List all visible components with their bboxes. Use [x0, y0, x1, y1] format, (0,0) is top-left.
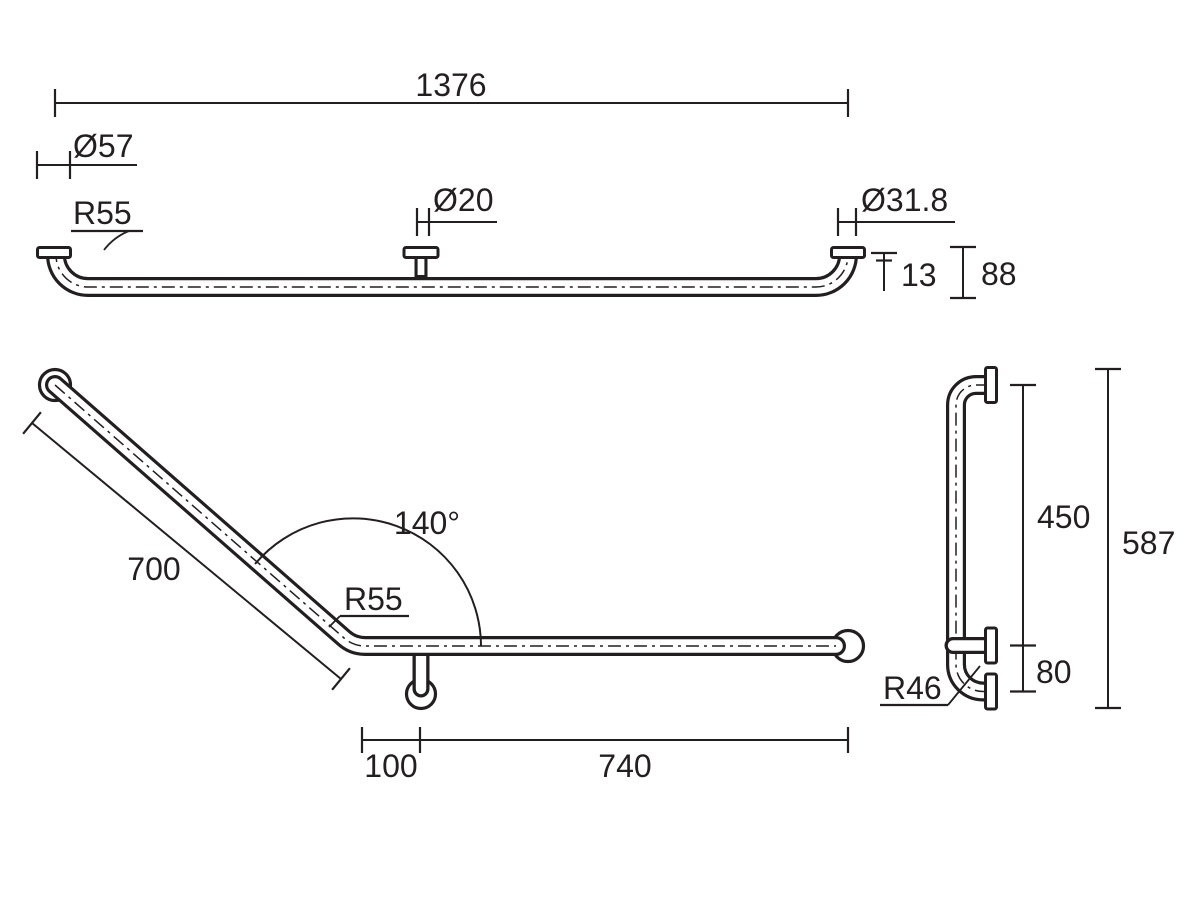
dim-angled-length-label: 700 — [127, 551, 180, 587]
dim-horizontal-length-label: 740 — [598, 748, 651, 784]
dim-flange-diameter-label: Ø57 — [73, 128, 133, 164]
dim-overall-height-label: 587 — [1122, 525, 1175, 561]
dim-overall-length: 1376 — [53, 67, 850, 117]
front-rail-centerline — [54, 384, 836, 647]
side-rail-bore — [949, 378, 989, 699]
callout-bend-radius-side-label: R46 — [883, 670, 942, 706]
dim-overall-length-label: 1376 — [415, 67, 486, 103]
dim-flange-offset: 13 — [871, 251, 937, 293]
callout-bend-radius-top-label: R55 — [73, 195, 132, 231]
side-bottom-flange-plate — [984, 672, 998, 711]
callout-bend-radius-front: R55 — [328, 581, 409, 628]
dim-rail-diameter: Ø31.8 — [836, 182, 955, 236]
top-view: 1376 Ø57 R55 Ø20 Ø31.8 — [35, 67, 1017, 300]
angle-arc — [254, 517, 482, 647]
dim-overall-height: 587 — [1095, 367, 1175, 710]
dim-vertical-spans: 450 80 — [1010, 383, 1090, 693]
top-left-flange-plate — [36, 246, 72, 259]
dim-stem-diameter-label: Ø20 — [433, 182, 493, 218]
dim-upper-span-label: 450 — [1037, 499, 1090, 535]
top-right-flange-plate — [830, 246, 866, 259]
dim-flange-diameter: Ø57 — [35, 128, 137, 179]
dim-lower-span-label: 80 — [1036, 654, 1072, 690]
dim-stem-diameter: Ø20 — [415, 182, 497, 236]
dim-flange-offset-label: 13 — [901, 257, 937, 293]
top-rail-bore — [49, 249, 855, 294]
top-mid-flange-plate — [402, 246, 440, 259]
callout-bend-radius-top: R55 — [71, 195, 143, 251]
dim-angled-length: 700 — [22, 411, 351, 691]
callout-bend-radius-side: R46 — [880, 665, 981, 707]
dim-bottom-lengths: 100 740 — [360, 727, 850, 784]
front-view: 140° R55 700 100 740 — [22, 367, 866, 784]
dim-leg-offset-label: 100 — [364, 748, 417, 784]
side-top-flange-plate — [984, 366, 998, 404]
top-rail-centerline — [55, 249, 849, 288]
side-mid-flange-plate — [984, 626, 998, 665]
dim-end-height-label: 88 — [981, 256, 1017, 292]
dim-bend-angle-label: 140° — [394, 505, 460, 541]
dim-rail-diameter-label: Ø31.8 — [861, 182, 948, 218]
side-view: 450 80 587 R46 — [880, 366, 1175, 711]
callout-bend-radius-front-label: R55 — [344, 581, 403, 617]
dim-end-height: 88 — [950, 245, 1017, 300]
